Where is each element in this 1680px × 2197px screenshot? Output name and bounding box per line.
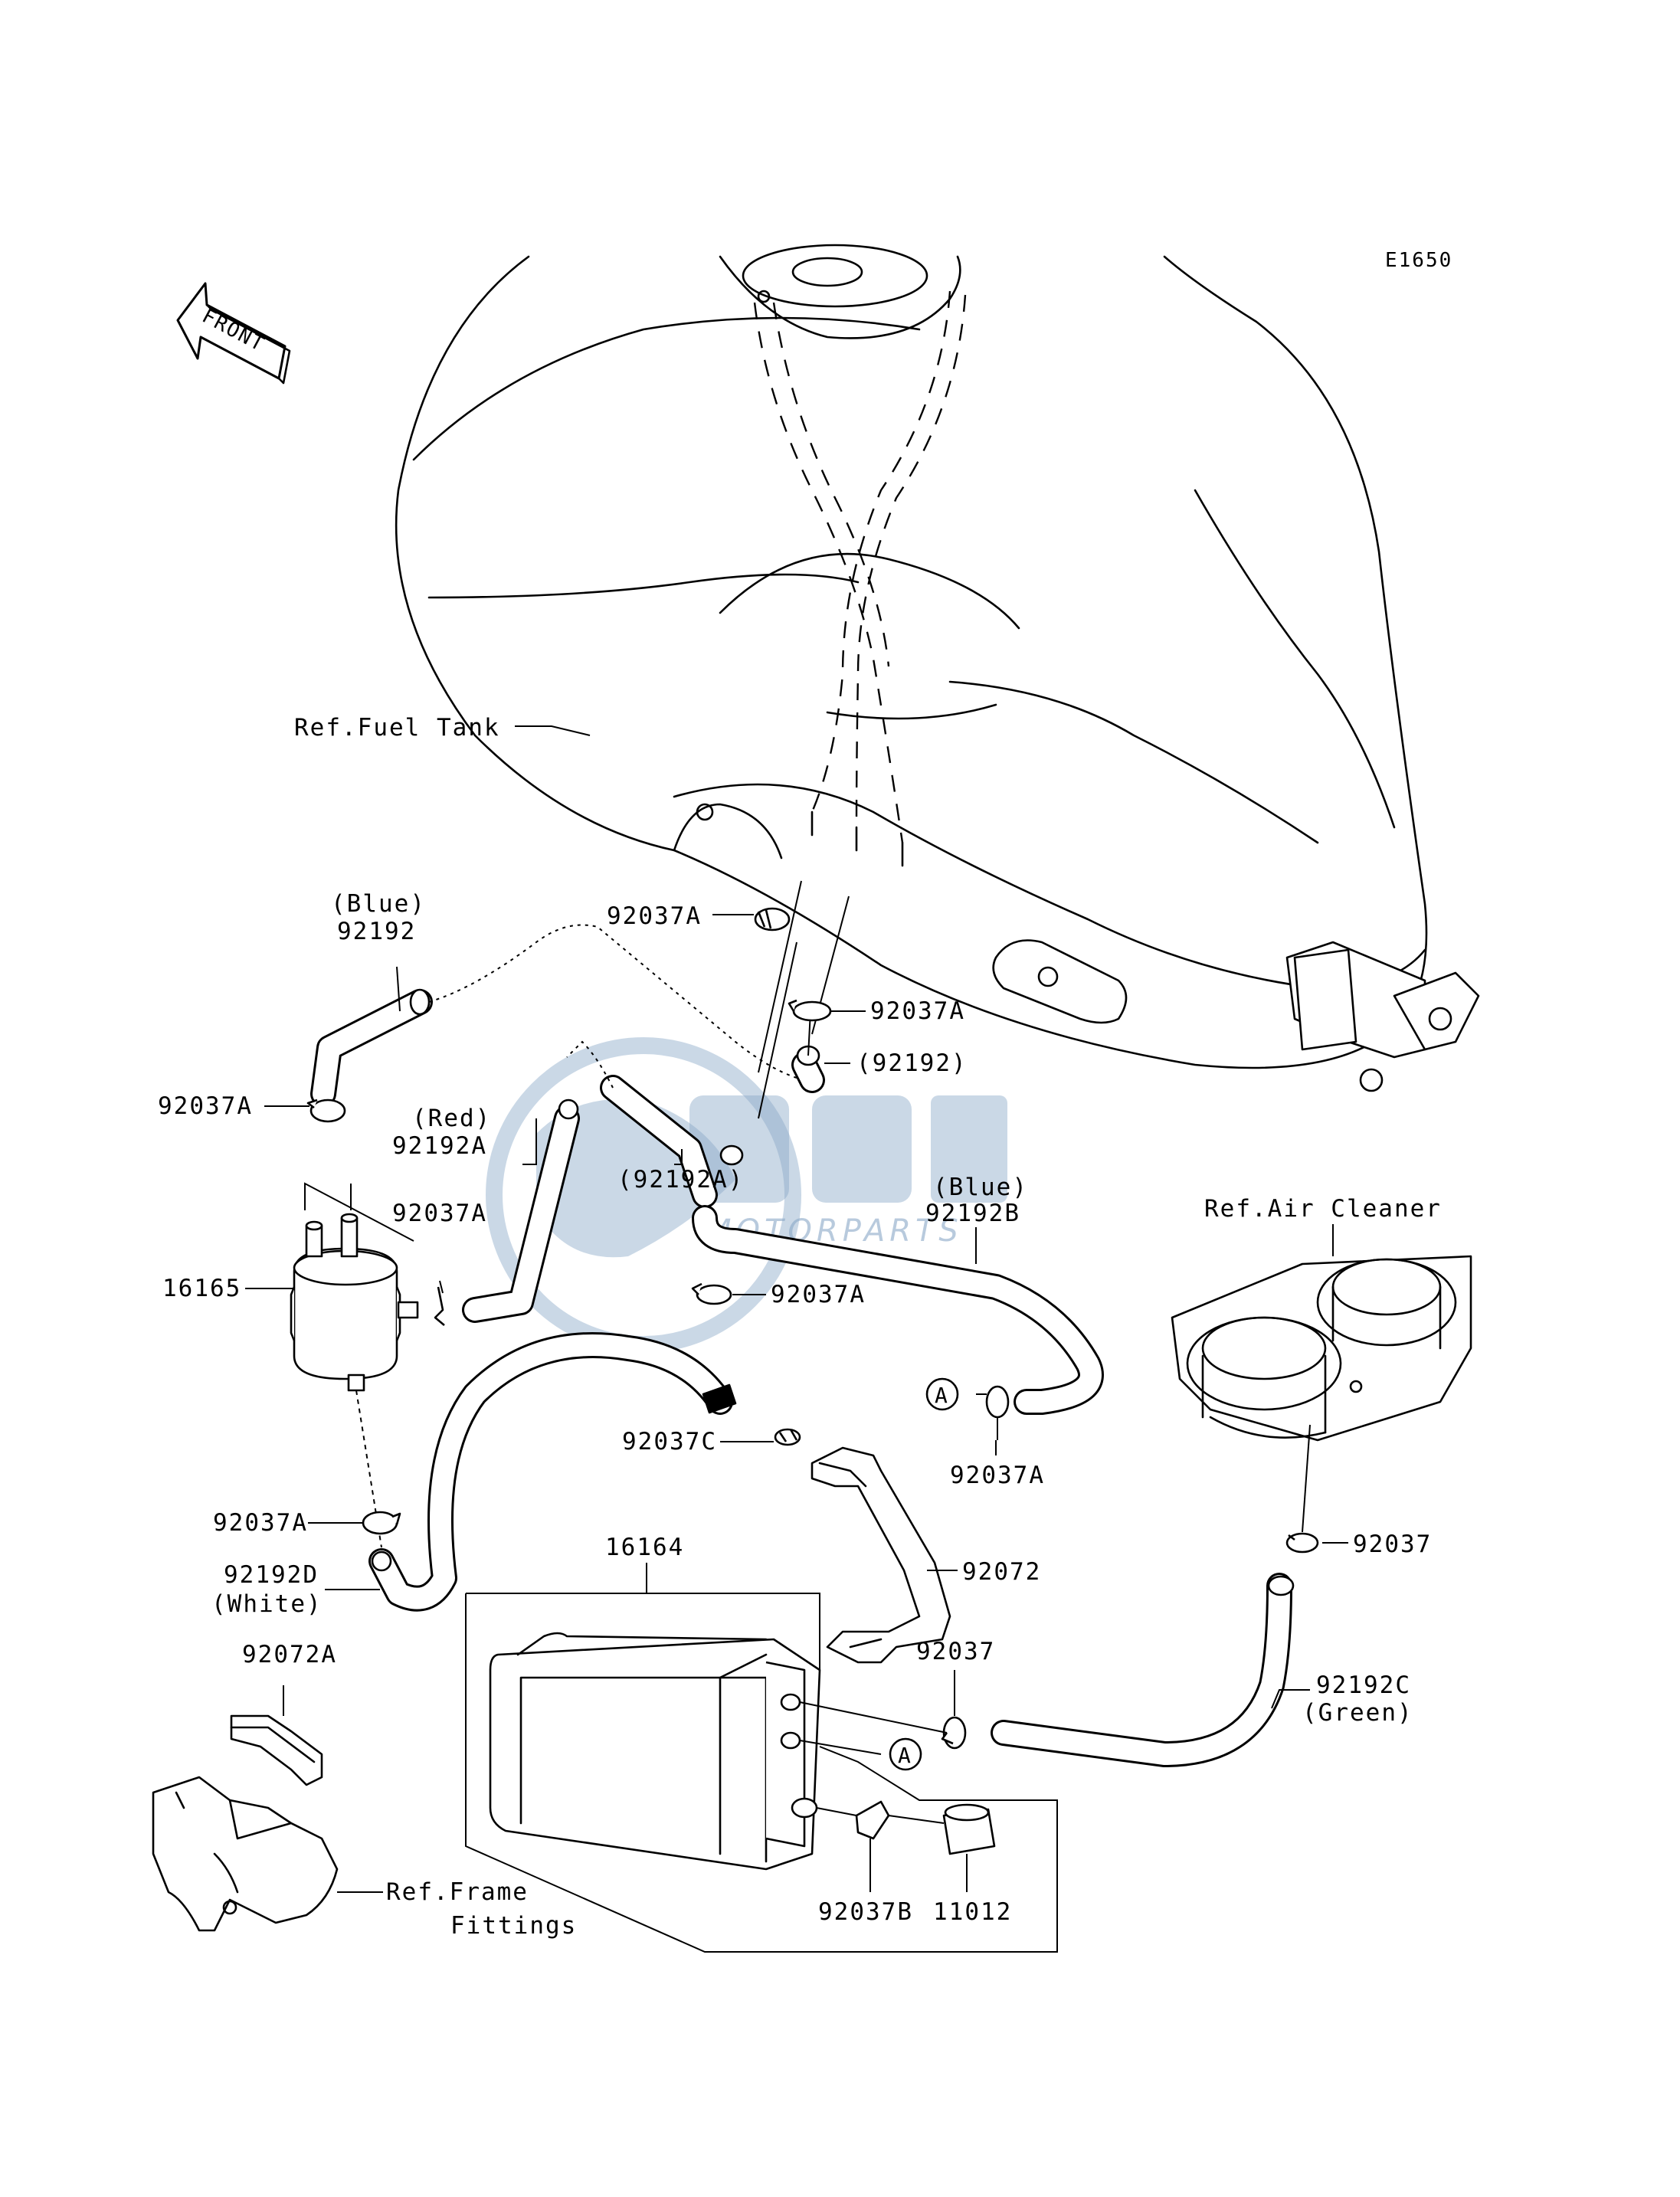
frame-fittings bbox=[152, 1776, 339, 1932]
clamp-92037C bbox=[774, 1428, 801, 1446]
clip-92072A bbox=[230, 1714, 323, 1786]
label-white: (White) bbox=[211, 1590, 323, 1618]
bracket-92072 bbox=[811, 1446, 951, 1664]
marker-a-2-text: A bbox=[898, 1743, 911, 1768]
clamp-92037A-top bbox=[754, 907, 791, 932]
label-92037A-e: 92037A bbox=[771, 1281, 866, 1308]
hose-92192A-red bbox=[462, 1098, 580, 1323]
clamp-92037A-bottom bbox=[362, 1511, 401, 1535]
hose-92192-short bbox=[758, 941, 825, 1119]
clamp-92037A-right bbox=[788, 999, 832, 1022]
label-92037-right: 92037 bbox=[1353, 1531, 1432, 1558]
label-fittings: Fittings bbox=[450, 1912, 577, 1940]
marker-a-1: A bbox=[925, 1377, 959, 1411]
label-92192: 92192 bbox=[337, 918, 416, 945]
marker-a-1-text: A bbox=[935, 1383, 948, 1408]
front-arrow-icon: FRONT bbox=[176, 282, 291, 385]
label-92192C: 92192C bbox=[1316, 1671, 1411, 1699]
marker-a-2: A bbox=[889, 1737, 922, 1771]
tank-bracket-rear bbox=[1285, 941, 1480, 1092]
clamp-92037A-left bbox=[306, 1098, 346, 1123]
clamp-92037-aircleaner bbox=[1285, 1532, 1319, 1554]
label-16165: 16165 bbox=[162, 1275, 241, 1302]
label-92037A-g: 92037A bbox=[213, 1509, 308, 1537]
label-92037B: 92037B bbox=[818, 1898, 913, 1926]
hose-92192B-blue bbox=[692, 1205, 1104, 1415]
label-red: (Red) bbox=[412, 1105, 491, 1132]
labels: Ref.Fuel Tank (Blue) 92192 92037A 92037A… bbox=[158, 714, 1442, 1940]
clamp-92037A-filter bbox=[434, 1286, 445, 1326]
label-92192D: 92192D bbox=[224, 1561, 319, 1589]
clamp-92037B bbox=[855, 1800, 890, 1840]
clamp-92037A-A bbox=[985, 1385, 1010, 1440]
label-92192-paren: (92192) bbox=[856, 1049, 968, 1077]
label-92037A-a: 92037A bbox=[607, 902, 702, 930]
label-92072: 92072 bbox=[962, 1558, 1041, 1586]
label-ref-air-cleaner: Ref.Air Cleaner bbox=[1204, 1195, 1442, 1223]
label-92192A: 92192A bbox=[392, 1132, 487, 1160]
label-92192B: 92192B bbox=[925, 1200, 1020, 1227]
label-blue-mid: (Blue) bbox=[933, 1174, 1028, 1201]
label-ref-frame: Ref.Frame bbox=[386, 1878, 529, 1906]
label-92037-mid: 92037 bbox=[916, 1638, 995, 1665]
label-green: (Green) bbox=[1302, 1699, 1413, 1727]
label-92072A: 92072A bbox=[242, 1641, 337, 1668]
label-11012: 11012 bbox=[933, 1898, 1012, 1926]
label-ref-fuel-tank: Ref.Fuel Tank bbox=[294, 714, 500, 742]
watermark-logo: MOTORPARTS bbox=[486, 1037, 1007, 1353]
fuel-tank bbox=[395, 244, 1480, 1092]
tank-bracket-mid bbox=[992, 939, 1128, 1024]
hose-92192C-green bbox=[991, 1573, 1295, 1767]
clamp-92037A-mid bbox=[691, 1282, 732, 1305]
fuel-filter-16165 bbox=[290, 1182, 419, 1548]
hose-92192A-paren bbox=[566, 1040, 744, 1208]
label-92037A-d: 92037A bbox=[392, 1200, 487, 1227]
canister-16164 bbox=[465, 1593, 1058, 1953]
air-cleaner bbox=[1171, 1255, 1472, 1533]
label-92037A-c: 92037A bbox=[158, 1092, 253, 1120]
label-92192A-paren: (92192A) bbox=[617, 1166, 744, 1193]
hose-92192-blue bbox=[310, 924, 805, 1107]
label-16164: 16164 bbox=[605, 1534, 684, 1561]
label-92037A-b: 92037A bbox=[870, 997, 965, 1025]
label-blue-top: (Blue) bbox=[331, 890, 426, 918]
hose-92192D-white bbox=[368, 1332, 737, 1612]
diagram-code: E1650 bbox=[1385, 249, 1452, 272]
label-92037A-f: 92037A bbox=[950, 1462, 1045, 1489]
cap-11012 bbox=[888, 1803, 996, 1855]
leader-lines bbox=[245, 725, 1348, 1893]
label-92037C: 92037C bbox=[622, 1428, 717, 1455]
